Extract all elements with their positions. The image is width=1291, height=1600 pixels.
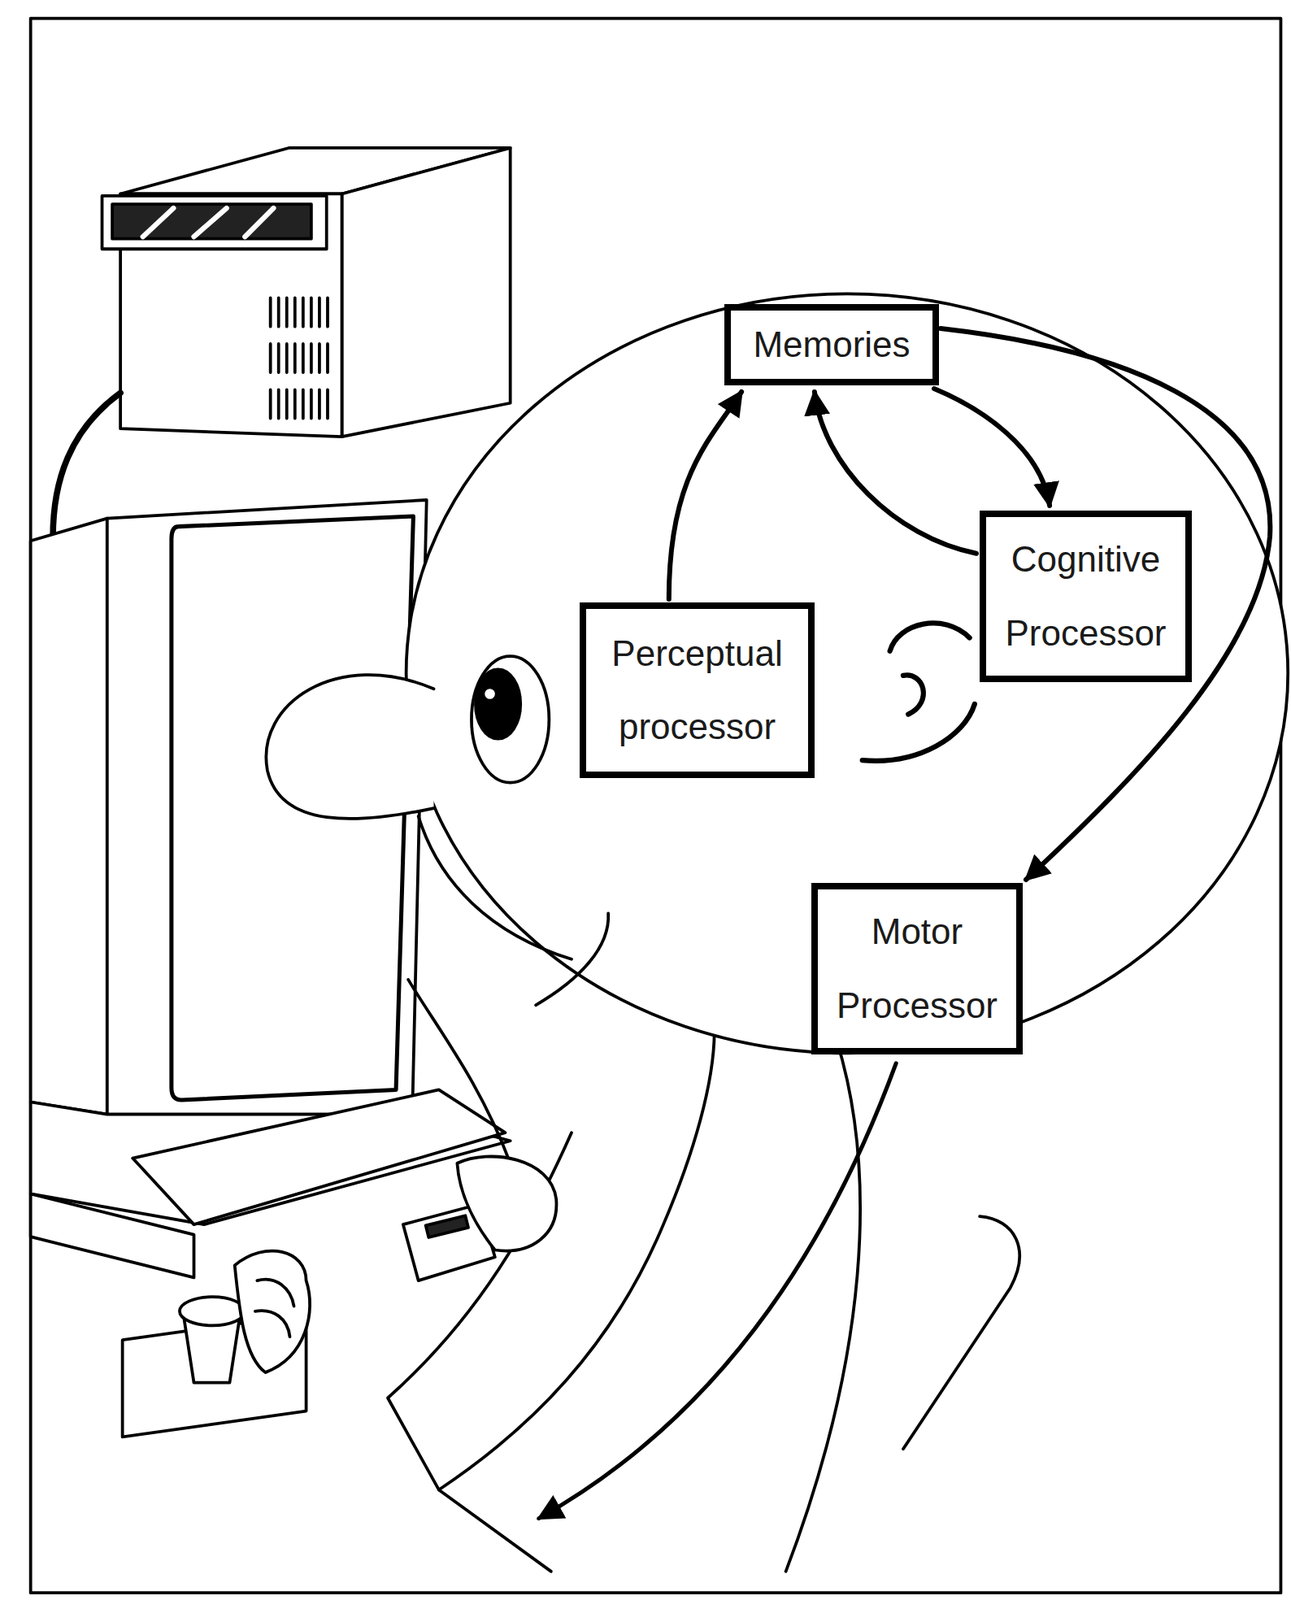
operator-body xyxy=(439,1489,552,1571)
operator-head xyxy=(418,816,572,960)
node-label: Cognitive Processor xyxy=(994,522,1178,670)
operator-head xyxy=(862,704,975,761)
motor-output-arrow xyxy=(539,1063,896,1519)
flow-arrow xyxy=(940,328,1270,880)
operator-head xyxy=(265,293,1288,1053)
operator-body xyxy=(234,1251,310,1374)
operator-body xyxy=(122,979,1020,1572)
operator-body xyxy=(425,1215,469,1238)
computer-unit xyxy=(270,297,328,327)
operator-head xyxy=(484,688,496,700)
monitor xyxy=(30,518,108,1115)
flow-arrow xyxy=(814,391,977,554)
operator-head xyxy=(535,912,609,1005)
node-label: Perceptual processor xyxy=(594,617,800,764)
operator-body xyxy=(179,1296,245,1326)
computer-unit xyxy=(143,208,274,237)
operator-head xyxy=(890,623,970,652)
processor-box: Cognitive Processor xyxy=(979,510,1192,683)
operator-body xyxy=(786,1040,861,1572)
processor-box: Perceptual processor xyxy=(579,602,815,779)
node-label: Motor Processor xyxy=(825,895,1009,1042)
computer-unit xyxy=(270,389,328,418)
operator-body xyxy=(456,1156,557,1252)
flow-arrow xyxy=(934,388,1050,506)
computer-unit xyxy=(342,147,511,437)
computer-unit xyxy=(270,343,328,373)
illustration xyxy=(30,18,1289,1594)
operator-head xyxy=(475,669,521,739)
monitor xyxy=(132,1089,505,1225)
operator-body xyxy=(255,1279,295,1337)
computer-unit xyxy=(102,195,327,249)
operator-body xyxy=(387,1030,715,1491)
computer-unit xyxy=(112,204,312,240)
operator-body xyxy=(408,979,511,1164)
computer-unit xyxy=(102,147,511,437)
operator-head xyxy=(265,674,434,819)
memory-box: Memories xyxy=(724,304,939,386)
operator-body xyxy=(903,1216,1020,1449)
operator-head xyxy=(471,656,549,783)
flow-arrow xyxy=(669,391,742,600)
operator-head xyxy=(903,674,924,714)
monitor xyxy=(30,1193,195,1278)
node-label: Memories xyxy=(738,323,925,367)
processor-box: Motor Processor xyxy=(811,882,1023,1055)
